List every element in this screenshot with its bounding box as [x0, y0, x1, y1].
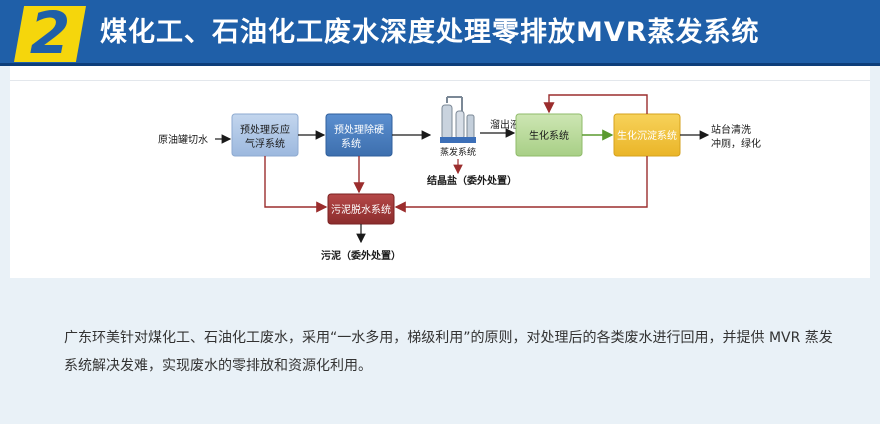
- description-panel: 广东环美针对煤化工、石油化工废水，采用“一水多用，梯级利用”的原则，对处理后的各…: [10, 278, 870, 424]
- arrow-pretreat-to-sludge: [264, 156, 328, 213]
- page-title: 煤化工、石油化工废水深度处理零排放MVR蒸发系统: [100, 17, 760, 48]
- reuse-label-line1: 站台清洗: [711, 123, 751, 136]
- description-text: 广东环美针对煤化工、石油化工废水，采用“一水多用，梯级利用”的原则，对处理后的各…: [64, 330, 833, 374]
- sludge-dewater-label: 污泥脱水系统: [331, 203, 391, 216]
- pretreat-label-line1: 预处理反应: [240, 123, 290, 136]
- hardness-label-line1: 预处理除硬: [334, 123, 384, 136]
- header-accent-line: [0, 63, 880, 66]
- pretreat-label-line2: 气浮系统: [245, 137, 285, 150]
- overflow-label: 溜出液: [490, 118, 520, 131]
- page-left-margin: [0, 66, 10, 424]
- hardness-label-line2: 系统: [341, 137, 361, 150]
- salt-output-label: 结晶盐（委外处置）: [427, 174, 517, 187]
- process-diagram-panel: 原油罐切水 预处理反应 气浮系统 预处理除硬 系统 蒸发系统 结晶盐（委外处置）…: [10, 80, 870, 279]
- sediment-system-label: 生化沉淀系统: [617, 129, 677, 142]
- reuse-label-line2: 冲厕，绿化: [711, 137, 761, 150]
- arrow-sediment-return-to-bio: [543, 94, 648, 114]
- bio-system-label: 生化系统: [529, 129, 569, 142]
- arrow-sediment-to-sludge: [394, 156, 648, 213]
- section-number: 2: [29, 0, 71, 67]
- process-flow-diagram: 原油罐切水 预处理反应 气浮系统 预处理除硬 系统 蒸发系统 结晶盐（委外处置）…: [158, 94, 761, 262]
- source-label: 原油罐切水: [158, 133, 208, 146]
- header-banner: [0, 0, 880, 66]
- section-number-badge: 2: [14, 6, 86, 62]
- evaporator-label: 蒸发系统: [440, 146, 476, 158]
- sludge-output-label: 污泥（委外处置）: [321, 249, 401, 262]
- page-right-margin: [870, 66, 880, 424]
- evaporator-icon: [440, 96, 476, 143]
